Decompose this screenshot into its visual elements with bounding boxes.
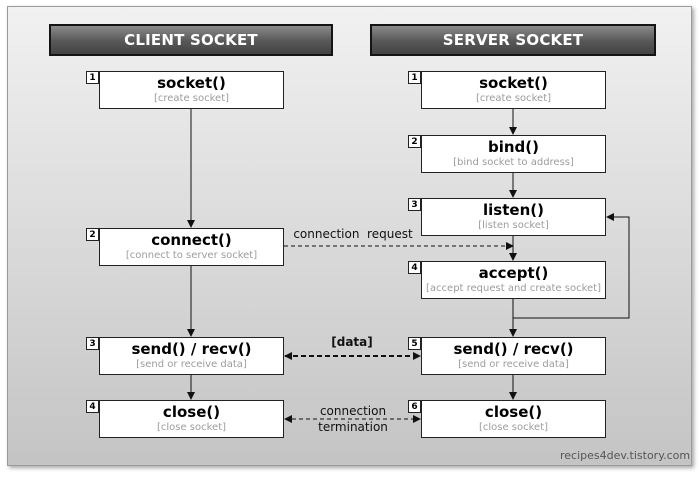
server-step-socket-number: 1 (408, 71, 421, 84)
server-step-send-recv-name: send() / recv() (453, 340, 574, 358)
connection-request-label: connection request (293, 227, 413, 241)
client-step-close-number: 4 (86, 400, 99, 413)
data-label: [data] (331, 335, 373, 349)
server-step-close: close() [close socket] (421, 400, 606, 438)
client-step-socket-number: 1 (86, 71, 99, 84)
connection-termination-label-line1: connection (319, 404, 387, 418)
server-step-close-number: 6 (408, 400, 421, 413)
server-step-listen-name: listen() (483, 201, 544, 219)
client-step-connect: connect() [connect to server socket] (99, 228, 284, 266)
server-step-send-recv-number: 5 (408, 337, 421, 350)
connection-termination-label-line2: termination (318, 420, 388, 434)
server-step-accept-number: 4 (408, 261, 421, 274)
client-socket-header: CLIENT SOCKET (49, 24, 333, 56)
server-step-socket-desc: [create socket] (475, 93, 552, 104)
client-step-close: close() [close socket] (99, 400, 284, 438)
server-step-bind-name: bind() (487, 138, 539, 156)
client-step-connect-desc: [connect to server socket] (125, 250, 258, 261)
server-socket-header: SERVER SOCKET (370, 24, 656, 56)
server-step-accept-name: accept() (478, 264, 549, 282)
server-step-bind: bind() [bind socket to address] (421, 135, 606, 173)
server-step-bind-desc: [bind socket to address] (453, 157, 574, 168)
source-watermark: recipes4dev.tistory.com (560, 449, 691, 462)
server-step-listen-number: 3 (408, 198, 421, 211)
client-step-close-desc: [close socket] (156, 422, 227, 433)
client-step-close-name: close() (162, 403, 221, 421)
client-step-socket: socket() [create socket] (99, 71, 284, 109)
server-step-socket-name: socket() (479, 74, 548, 92)
server-step-send-recv: send() / recv() [send or receive data] (421, 337, 606, 375)
client-step-socket-desc: [create socket] (153, 93, 230, 104)
server-step-close-name: close() (484, 403, 543, 421)
server-loop-back-to-listen (513, 213, 630, 319)
server-step-accept-desc: [accept request and create socket] (426, 283, 601, 294)
server-step-listen-desc: [listen socket] (478, 220, 549, 231)
server-step-send-recv-desc: [send or receive data] (458, 359, 569, 370)
client-step-connect-number: 2 (86, 228, 99, 241)
server-step-listen: listen() [listen socket] (421, 198, 606, 236)
client-step-send-recv-desc: [send or receive data] (136, 359, 247, 370)
client-step-send-recv-name: send() / recv() (131, 340, 252, 358)
client-step-send-recv: send() / recv() [send or receive data] (99, 337, 284, 375)
client-step-connect-name: connect() (151, 231, 232, 249)
server-step-close-desc: [close socket] (478, 422, 549, 433)
client-step-socket-name: socket() (157, 74, 226, 92)
client-step-send-recv-number: 3 (86, 337, 99, 350)
server-step-socket: socket() [create socket] (421, 71, 606, 109)
server-step-bind-number: 2 (408, 135, 421, 148)
server-step-accept: accept() [accept request and create sock… (421, 261, 606, 299)
